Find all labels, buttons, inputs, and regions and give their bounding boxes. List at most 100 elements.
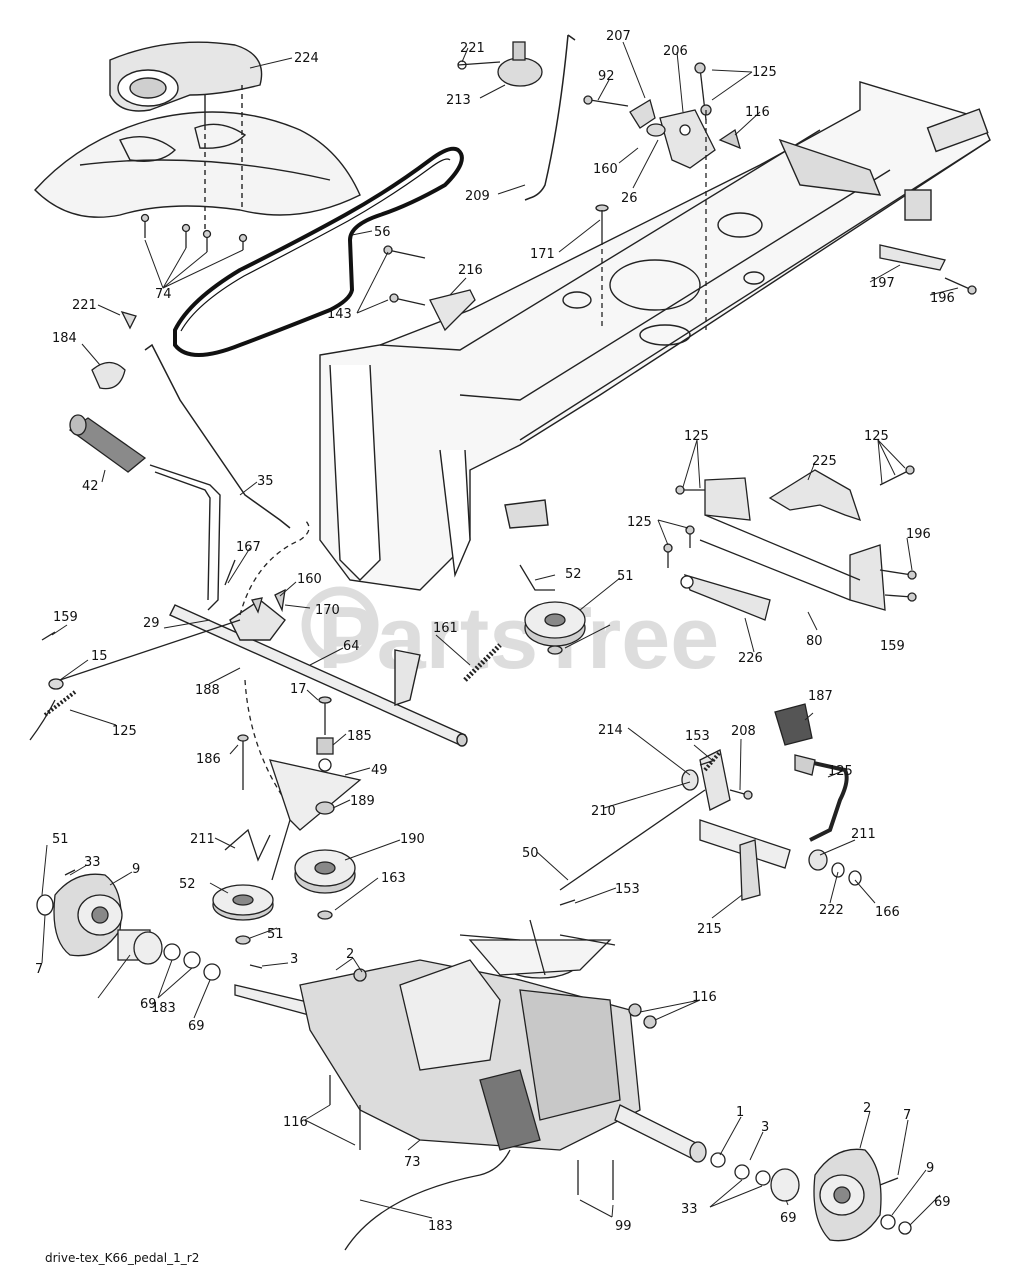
callout-209: 209 [465, 189, 490, 204]
callout-125: 125 [627, 515, 652, 530]
right-hub-part [710, 1148, 912, 1242]
pedal-rod-part [149, 464, 221, 611]
callout-125: 125 [752, 65, 777, 80]
rear-fender-part [34, 111, 361, 218]
callout-69: 69 [780, 1211, 797, 1226]
callout-52: 52 [565, 567, 582, 582]
callout-17: 17 [290, 682, 307, 697]
callout-116: 116 [283, 1115, 308, 1130]
callout-74: 74 [155, 287, 172, 302]
callout-3: 3 [761, 1120, 769, 1135]
callout-35: 35 [257, 474, 274, 489]
idler-arm-190-part [224, 819, 291, 881]
callout-221: 221 [460, 41, 485, 56]
callout-3: 3 [290, 952, 298, 967]
callout-1: 1 [736, 1105, 744, 1120]
callout-51: 51 [617, 569, 634, 584]
callout-7: 7 [35, 962, 43, 977]
small-hardware-159-167 [224, 559, 286, 614]
callout-56: 56 [374, 225, 391, 240]
leader-lines [41, 41, 959, 1226]
callout-29: 29 [143, 616, 160, 631]
pulley-52-right-part [519, 564, 586, 655]
callout-116: 116 [692, 990, 717, 1005]
callout-170: 170 [315, 603, 340, 618]
callout-73: 73 [404, 1155, 421, 1170]
watermark: PartsTree [301, 586, 719, 687]
callout-161: 161 [433, 621, 458, 636]
callout-190: 190 [400, 832, 425, 847]
callout-116: 116 [745, 105, 770, 120]
callout-125: 125 [684, 429, 709, 444]
callout-159: 159 [53, 610, 78, 625]
callout-184: 184 [52, 331, 77, 346]
callout-211: 211 [851, 827, 876, 842]
pulley-52-left-part [212, 884, 274, 945]
callout-160: 160 [593, 162, 618, 177]
callout-208: 208 [731, 724, 756, 739]
seat-support-part [109, 41, 263, 230]
idler-bracket-part [237, 696, 362, 831]
callout-197: 197 [870, 276, 895, 291]
callout-7: 7 [903, 1108, 911, 1123]
knob-part [457, 41, 543, 87]
callout-188: 188 [195, 683, 220, 698]
callout-210: 210 [591, 804, 616, 819]
callout-213: 213 [446, 93, 471, 108]
cross-shaft-64-part [169, 599, 468, 747]
callout-153: 153 [615, 882, 640, 897]
bracket-216-part [383, 245, 476, 332]
pivot-bracket-part [583, 62, 741, 330]
chassis-frame-part [319, 81, 991, 591]
drive-belt-part [173, 146, 464, 357]
callout-125: 125 [112, 724, 137, 739]
callout-163: 163 [381, 871, 406, 886]
diagram-caption: drive-tex_K66_pedal_1_r2 [45, 1251, 199, 1265]
callout-69: 69 [934, 1195, 951, 1210]
callout-159: 159 [880, 639, 905, 654]
callout-189: 189 [350, 794, 375, 809]
callout-33: 33 [681, 1202, 698, 1217]
callout-216: 216 [458, 263, 483, 278]
callout-196: 196 [906, 527, 931, 542]
part-callouts: 2242212132072061259211616026209171567421… [35, 29, 955, 1234]
callout-15: 15 [91, 649, 108, 664]
callout-166: 166 [875, 905, 900, 920]
callout-196: 196 [930, 291, 955, 306]
callout-224: 224 [294, 51, 319, 66]
callout-51: 51 [52, 832, 69, 847]
bolt-171-part [595, 204, 609, 330]
transaxle-part [234, 919, 707, 1251]
callout-69: 69 [188, 1019, 205, 1034]
callout-186: 186 [196, 752, 221, 767]
callout-51: 51 [267, 927, 284, 942]
callout-64: 64 [343, 639, 360, 654]
callout-9: 9 [926, 1161, 934, 1176]
callout-26: 26 [621, 191, 638, 206]
link-rod-part [29, 519, 310, 821]
callout-187: 187 [808, 689, 833, 704]
callout-92: 92 [598, 69, 615, 84]
callout-226: 226 [738, 651, 763, 666]
callout-69: 69 [140, 997, 157, 1012]
callout-221: 221 [72, 298, 97, 313]
callout-225: 225 [812, 454, 837, 469]
brake-bracket-part [663, 465, 917, 621]
callout-125: 125 [828, 764, 853, 779]
callout-207: 207 [606, 29, 631, 44]
fender-bolts [140, 213, 248, 252]
rear-bracket-part [879, 244, 977, 295]
callout-183: 183 [151, 1001, 176, 1016]
callout-215: 215 [697, 922, 722, 937]
rod-35-part [144, 343, 291, 529]
callout-211: 211 [190, 832, 215, 847]
callout-143: 143 [327, 307, 352, 322]
callout-183: 183 [428, 1219, 453, 1234]
callout-185: 185 [347, 729, 372, 744]
left-hub-part [36, 869, 221, 981]
callout-52: 52 [179, 877, 196, 892]
callout-160: 160 [297, 572, 322, 587]
shift-lever-part [524, 34, 576, 201]
watermark-text: PartsTree [318, 588, 719, 687]
callout-80: 80 [806, 634, 823, 649]
